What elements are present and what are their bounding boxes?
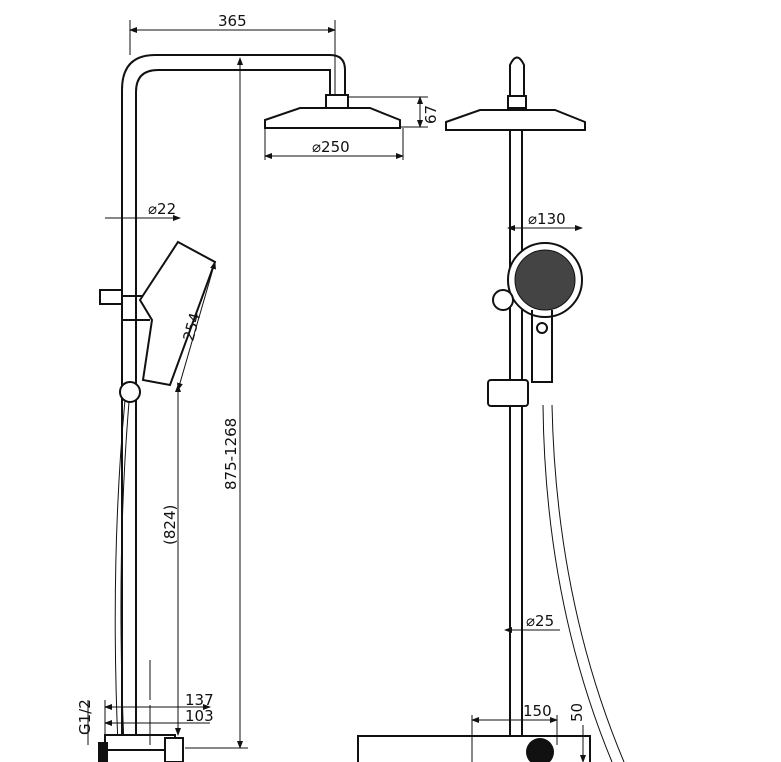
riser-pipe-front [509,130,523,735]
spray-nozzles [514,249,576,311]
gooseneck [509,56,525,98]
hand-shower-handle [531,310,553,383]
depth-inner-label: 103 [185,707,214,725]
head-connector-front [507,95,527,109]
holder-knob [99,289,123,305]
head-height-label: 67 [422,105,440,124]
arm-length-label: 365 [218,12,247,30]
shelf-height-label: 50 [568,703,586,722]
control-knob-side [164,737,184,762]
spray-mode-button [536,322,548,334]
head-connector [325,94,349,109]
dimension-22: ⌀22 [105,200,181,221]
dimension-875-1268: 875-1268 [185,57,248,749]
front-view: ⌀130 ⌀25 150 50 [357,56,625,762]
dimension-g12: G1/2 [76,699,94,745]
shelf-width-label: 150 [523,702,552,720]
overhead-shower-front [445,109,586,131]
inlet-thread-label: G1/2 [76,699,94,735]
pipe-diameter-lower-label: ⌀25 [526,612,554,630]
overhead-shower-head [264,107,401,129]
head-diameter-label: ⌀250 [312,138,350,156]
riser-pipe [121,54,346,750]
hose [114,399,130,746]
dimension-50: 50 [568,703,586,762]
hose-front [542,404,625,762]
hand-shower-side [138,240,217,387]
dimension-25: ⌀25 [504,612,560,633]
side-view: 365 67 ⌀250 ⌀22 254 875-1268 (824) [76,12,440,762]
depth-outer-label: 137 [185,691,214,709]
dimension-150: 150 [471,702,558,762]
dimension-67: 67 [348,96,440,128]
dimension-365: 365 [129,12,336,95]
slider-knob [119,381,141,403]
dimension-824: (824) [161,384,181,736]
dimension-250: ⌀250 [264,128,404,160]
pipe-diameter-upper-label: ⌀22 [148,200,176,218]
hand-shower-length-label: 254 [179,311,204,343]
shelf-front [357,735,591,762]
lower-pipe-length-label: (824) [161,505,179,545]
height-range-label: 875-1268 [222,418,240,490]
holder-bracket [122,295,150,321]
hand-shower-diameter-label: ⌀130 [528,210,566,228]
holder-knob-front [492,289,514,311]
slider [487,379,529,407]
control-knob [526,738,554,762]
dimension-130: ⌀130 [507,210,583,231]
dimension-254: 254 [177,261,216,391]
dimension-137-103: 137 103 [104,691,214,740]
wall-inlet [98,742,108,762]
